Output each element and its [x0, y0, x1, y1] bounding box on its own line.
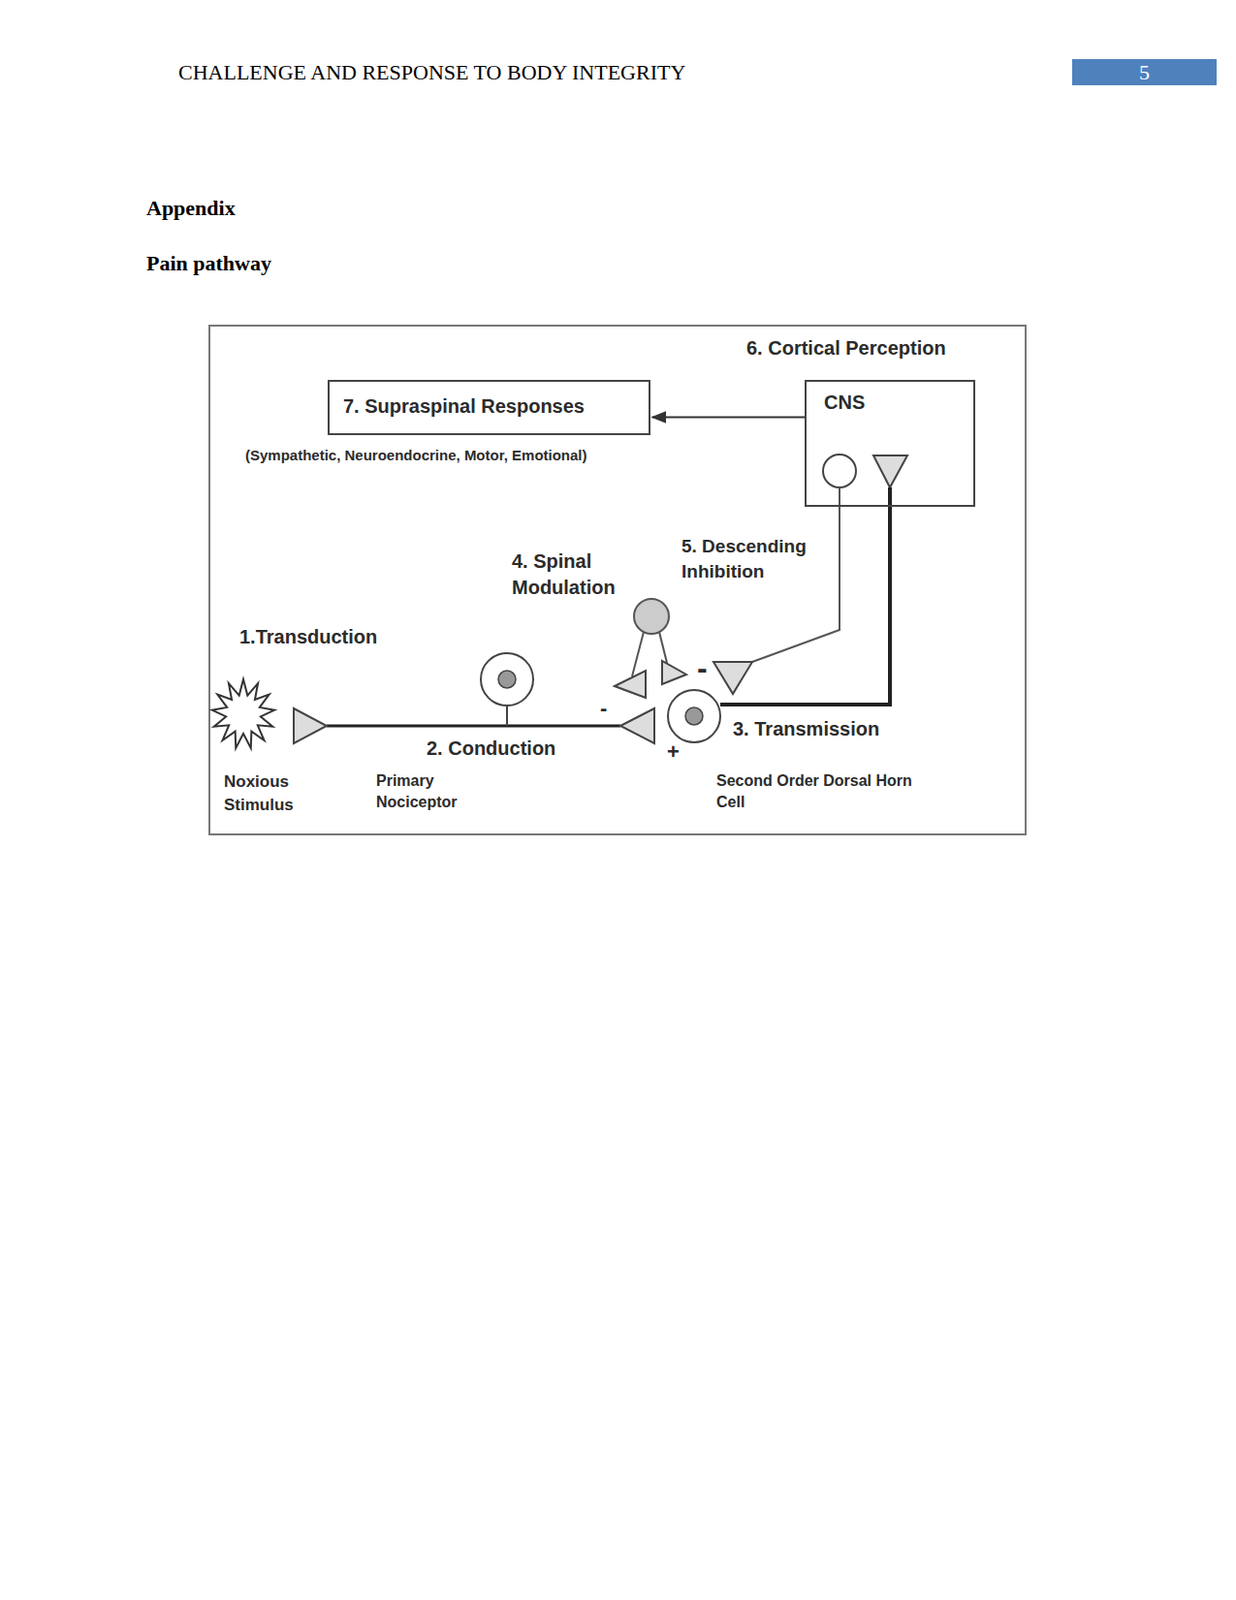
nociceptor-cell-body — [480, 653, 534, 706]
connector-arrow — [652, 416, 805, 419]
step-label: 4. Spinal Modulation — [511, 548, 636, 602]
noxious-stimulus-burst — [212, 679, 275, 749]
primary-axon — [326, 725, 621, 729]
cns-neuron — [823, 454, 856, 488]
box-text: 7. Supraspinal Responses — [329, 381, 649, 418]
part-label: Primary Nociceptor — [376, 770, 483, 815]
appendix-heading: Appendix — [146, 195, 236, 222]
nucleus — [685, 707, 703, 726]
page-number: 5 — [1072, 60, 1217, 86]
sign-minus: - — [600, 696, 607, 722]
part-label: Second Order Dorsal Horn Cell — [716, 770, 920, 815]
cns-terminal — [873, 455, 908, 488]
response-list: (Sympathetic, Neuroendocrine, Motor, Emo… — [245, 446, 588, 465]
interneuron-terminal — [614, 670, 646, 698]
step-label: 2. Conduction — [426, 736, 556, 761]
step-label: 5. Descending Inhibition — [681, 534, 827, 584]
step-label: 1.Transduction — [239, 625, 378, 649]
interneuron-branch — [632, 632, 644, 677]
nociceptor-ending — [293, 708, 327, 744]
central-terminal — [620, 708, 655, 744]
sign-plus: + — [666, 739, 680, 765]
nucleus — [498, 670, 516, 689]
cns-box: 6. Cortical PerceptionCNS — [804, 380, 976, 508]
part-label: Noxious Stimulus — [223, 770, 321, 818]
box-heading: 6. Cortical Perception — [746, 337, 947, 360]
response-box: 7. Supraspinal Responses — [327, 380, 651, 436]
page-number-band — [1072, 59, 1217, 86]
descending-fiber — [752, 487, 840, 663]
figure-frame — [209, 325, 1026, 835]
cell-stalk — [506, 705, 508, 727]
running-header: CHALLENGE AND RESPONSE TO BODY INTEGRITY — [178, 60, 686, 86]
step-label: 3. Transmission — [732, 717, 880, 741]
dorsal-horn-cell — [667, 690, 721, 743]
interneuron-branch — [659, 632, 667, 664]
ascending-tract — [720, 487, 890, 705]
section-heading: Pain pathway — [146, 251, 272, 277]
box-text: CNS — [806, 381, 974, 414]
inhibitory-terminal — [713, 662, 753, 695]
sign-minus: - — [697, 649, 708, 687]
interneuron-terminal — [662, 661, 687, 685]
interneuron — [633, 599, 669, 634]
